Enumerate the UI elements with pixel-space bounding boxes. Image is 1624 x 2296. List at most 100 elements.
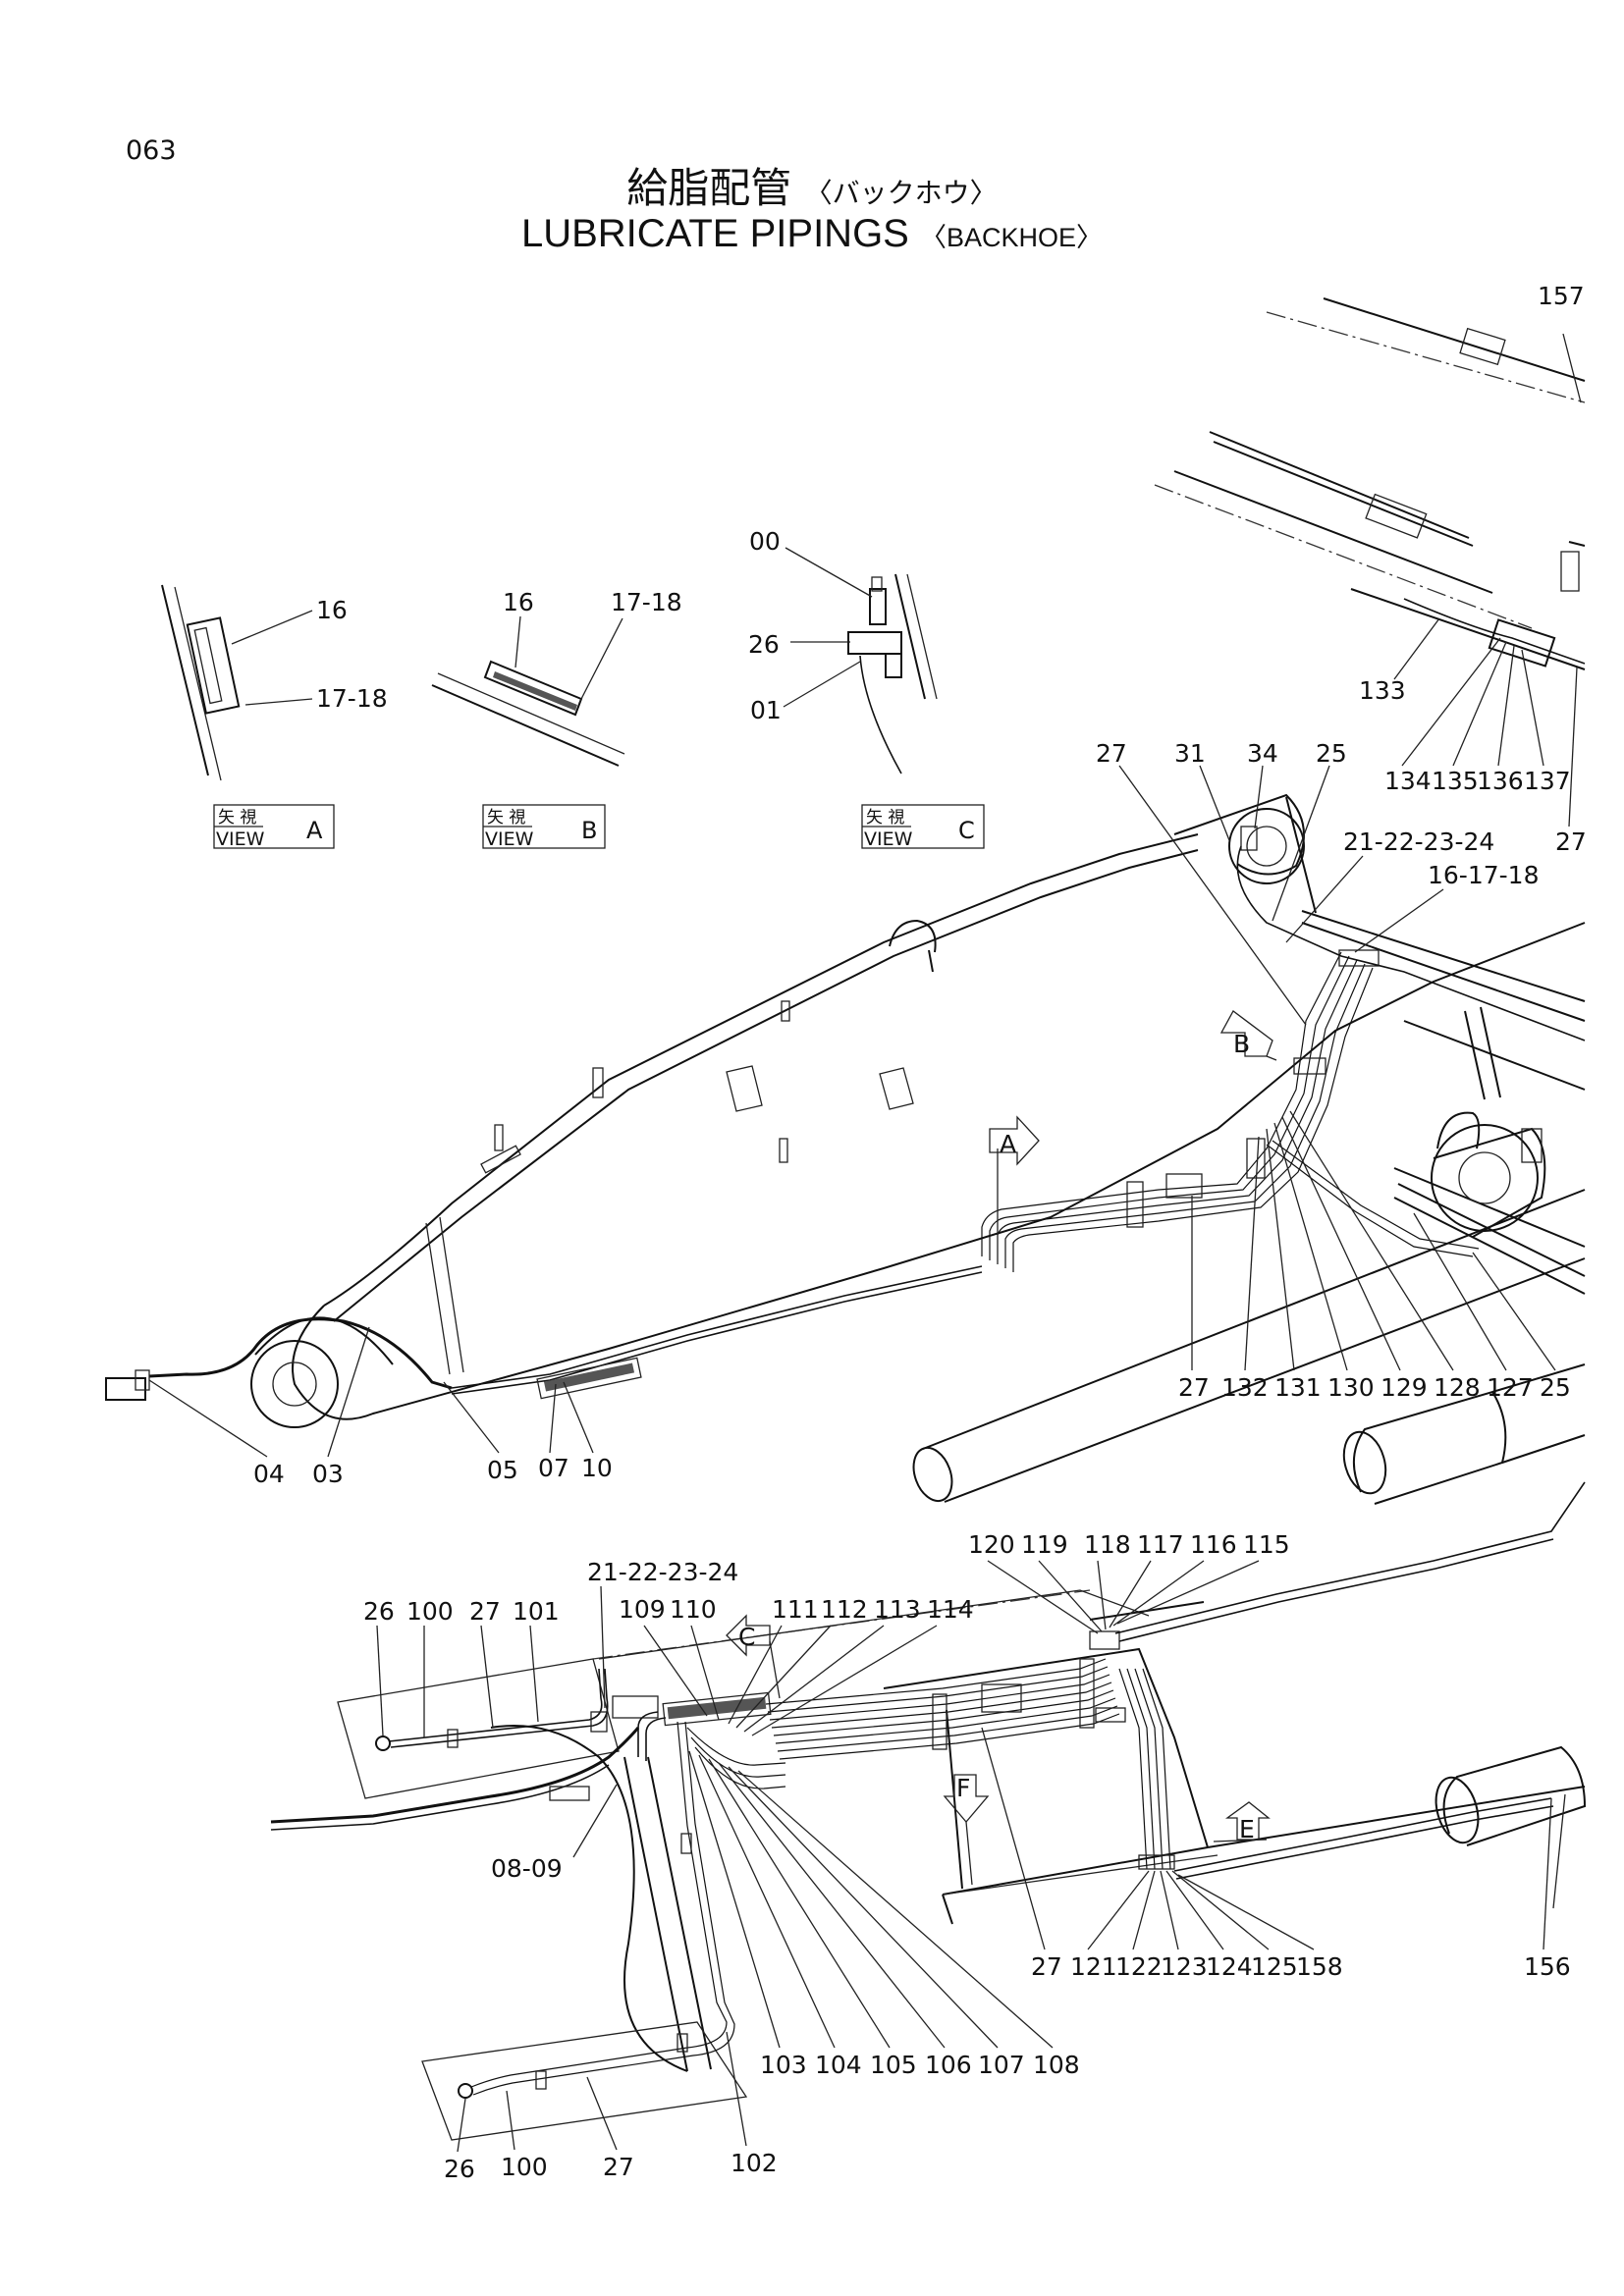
callout-10: 10	[581, 1454, 613, 1482]
callout-27-c: 27	[603, 2153, 634, 2181]
view-c-letter: C	[958, 817, 975, 844]
boom-pipes	[148, 826, 1586, 1400]
callout-119: 119	[1021, 1530, 1068, 1559]
callout-view-c-26: 26	[748, 630, 780, 659]
callout-137: 137	[1524, 767, 1571, 795]
callout-25-top: 25	[1316, 739, 1347, 768]
arrow-f-letter: F	[956, 1774, 970, 1802]
arrow-b-letter: B	[1233, 1030, 1250, 1058]
boom-cylinder	[912, 1189, 1586, 1503]
callout-157: 157	[1538, 282, 1585, 310]
view-c-detail	[783, 547, 938, 774]
callout-117: 117	[1137, 1530, 1184, 1559]
arrow-marker-f: F	[943, 1774, 990, 1886]
view-b-label: 矢 視 VIEW B	[482, 804, 606, 850]
callout-118: 118	[1084, 1530, 1131, 1559]
lower-pipes	[375, 1481, 1586, 2099]
callout-21-24-top: 21-22-23-24	[1343, 828, 1494, 856]
title-japanese: 給脂配管 〈バックホウ〉	[0, 155, 1624, 215]
callout-124: 124	[1206, 1952, 1253, 1981]
grease-block	[105, 1377, 146, 1401]
arrow-marker-c: C	[726, 1614, 781, 1699]
callout-129: 129	[1380, 1373, 1428, 1402]
callout-132: 132	[1221, 1373, 1269, 1402]
arrow-marker-a: A	[989, 1115, 1040, 1235]
callout-134: 134	[1384, 767, 1432, 795]
callout-view-b-17-18: 17-18	[611, 588, 682, 616]
callout-113: 113	[874, 1595, 921, 1624]
callout-116: 116	[1190, 1530, 1237, 1559]
callout-136: 136	[1477, 767, 1524, 795]
callout-100-b: 100	[501, 2153, 548, 2181]
callout-109: 109	[619, 1595, 666, 1624]
callout-27-a: 27	[469, 1597, 501, 1626]
callout-04: 04	[253, 1460, 285, 1488]
callout-27-arm: 27	[1555, 828, 1587, 856]
callout-123: 123	[1161, 1952, 1208, 1981]
stick-cylinders	[1342, 1363, 1587, 1846]
title-en-main: LUBRICATE PIPINGS	[520, 212, 909, 255]
callout-21-24-low: 21-22-23-24	[587, 1558, 738, 1586]
callout-120: 120	[968, 1530, 1015, 1559]
view-b-letter: B	[581, 817, 597, 844]
callout-112: 112	[821, 1595, 868, 1624]
title-english: LUBRICATE PIPINGS 〈BACKHOE〉	[0, 212, 1624, 256]
callout-16-17-18: 16-17-18	[1428, 861, 1539, 889]
view-a-en: VIEW	[216, 828, 265, 850]
arrow-a-letter: A	[1000, 1130, 1016, 1158]
callout-102: 102	[731, 2149, 778, 2177]
callout-view-b-16: 16	[503, 588, 534, 616]
view-a-letter: A	[306, 817, 323, 844]
arrow-marker-b: B	[1219, 1010, 1277, 1061]
callout-34: 34	[1247, 739, 1278, 768]
callout-106: 106	[925, 2051, 972, 2079]
callout-26-a: 26	[363, 1597, 395, 1626]
callout-view-a-16: 16	[316, 596, 348, 624]
callout-133: 133	[1359, 676, 1406, 705]
arrow-e-letter: E	[1239, 1815, 1255, 1843]
callout-158: 158	[1296, 1952, 1343, 1981]
callout-156: 156	[1524, 1952, 1571, 1981]
page-number: 063	[126, 135, 177, 166]
callout-03: 03	[312, 1460, 344, 1488]
callout-100-a: 100	[406, 1597, 454, 1626]
callout-131: 131	[1274, 1373, 1322, 1402]
view-a-detail	[161, 584, 313, 781]
callout-27-top: 27	[1096, 739, 1127, 768]
title-jp-main: 給脂配管	[626, 164, 792, 212]
callout-26-b: 26	[444, 2155, 475, 2183]
callout-view-a-17-18: 17-18	[316, 684, 388, 713]
callout-104: 104	[815, 2051, 862, 2079]
callout-122: 122	[1115, 1952, 1163, 1981]
arm-structure	[1154, 297, 1586, 670]
callout-05: 05	[487, 1456, 518, 1484]
callout-125: 125	[1251, 1952, 1298, 1981]
callout-27-b: 27	[1031, 1952, 1062, 1981]
callout-view-c-00: 00	[749, 527, 781, 556]
callout-view-c-01: 01	[750, 696, 782, 724]
callout-08-09: 08-09	[491, 1854, 563, 1883]
arrow-marker-e: E	[1213, 1801, 1271, 1843]
view-b-jp: 矢 視	[487, 808, 525, 828]
callout-115: 115	[1243, 1530, 1290, 1559]
view-b-en: VIEW	[485, 828, 534, 850]
callout-07: 07	[538, 1454, 569, 1482]
callout-107: 107	[978, 2051, 1025, 2079]
callout-108: 108	[1033, 2051, 1080, 2079]
callout-31: 31	[1174, 739, 1206, 768]
lower-structure	[270, 1589, 1586, 2141]
callout-121: 121	[1070, 1952, 1117, 1981]
view-c-label: 矢 視 VIEW C	[861, 804, 985, 850]
title-en-sub: 〈BACKHOE〉	[919, 223, 1104, 252]
callout-25-mid: 25	[1540, 1373, 1571, 1402]
view-c-jp: 矢 視	[866, 808, 904, 828]
callout-27-mid: 27	[1178, 1373, 1210, 1402]
callout-105: 105	[870, 2051, 917, 2079]
callout-101: 101	[513, 1597, 560, 1626]
view-b-detail	[431, 615, 625, 767]
callout-135: 135	[1432, 767, 1479, 795]
view-a-jp: 矢 視	[218, 808, 256, 828]
callout-114: 114	[927, 1595, 974, 1624]
callout-130: 130	[1327, 1373, 1375, 1402]
